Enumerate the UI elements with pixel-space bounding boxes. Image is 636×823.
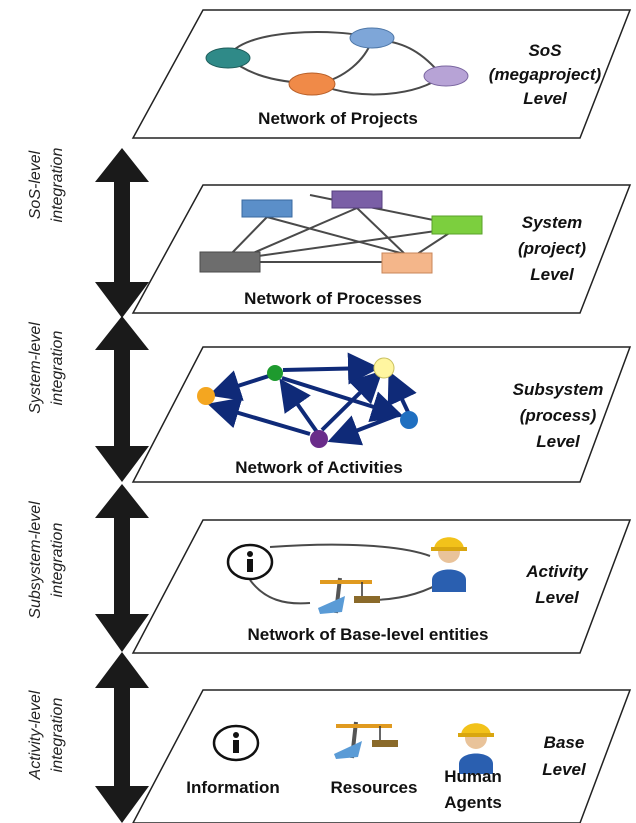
svg-text:Level: Level — [530, 265, 575, 284]
sos-integration-arrow — [95, 148, 149, 318]
project-node — [349, 27, 395, 49]
svg-text:integration: integration — [49, 148, 66, 223]
activity-node — [373, 357, 395, 379]
resources-label: Resources — [331, 778, 418, 797]
network-of-activities: Network of Activities — [197, 352, 418, 477]
human-agents-label: Human — [444, 767, 502, 786]
network-label: Network of Base-level entities — [248, 625, 489, 644]
base-entities: Information Resources Human Agents — [186, 721, 502, 812]
crane-icon — [318, 577, 380, 614]
svg-text:Subsystem: Subsystem — [513, 380, 604, 399]
network-label: Network of Projects — [258, 109, 418, 128]
project-node — [423, 65, 469, 87]
activity-integration-label: Activity-level integration — [27, 690, 66, 780]
sos-level-label: SoS (megaproject) Level — [489, 41, 602, 108]
system-level-label: System (project) Level — [518, 213, 586, 284]
system-integration-arrow — [95, 316, 149, 482]
process-node — [381, 252, 433, 274]
svg-text:System: System — [522, 213, 582, 232]
svg-text:Level: Level — [536, 432, 581, 451]
svg-text:Level: Level — [535, 588, 580, 607]
svg-text:Base: Base — [544, 733, 585, 752]
activity-node — [197, 387, 215, 405]
process-node — [331, 190, 383, 209]
svg-text:(megaproject): (megaproject) — [489, 65, 602, 84]
svg-text:SoS-level: SoS-level — [27, 150, 44, 219]
process-node — [431, 215, 483, 235]
worker-icon — [458, 723, 494, 774]
svg-text:SoS: SoS — [528, 41, 562, 60]
sos-integration-label: SoS-level integration — [27, 148, 66, 223]
svg-text:System-level: System-level — [27, 322, 44, 414]
svg-text:Subsystem-level: Subsystem-level — [27, 501, 44, 619]
subsystem-integration-label: Subsystem-level integration — [27, 501, 66, 619]
svg-text:integration: integration — [49, 698, 66, 773]
process-node — [199, 251, 261, 273]
activity-node — [267, 365, 283, 381]
project-node — [288, 72, 336, 96]
activity-integration-arrow — [95, 652, 149, 823]
activity-level-label: Activity Level — [525, 562, 589, 607]
svg-text:Activity: Activity — [525, 562, 589, 581]
process-node — [241, 199, 293, 218]
information-label: Information — [186, 778, 280, 797]
plane-sos — [131, 9, 632, 139]
crane-icon — [334, 721, 398, 759]
network-of-projects: Network of Projects — [205, 27, 469, 128]
svg-text:integration: integration — [49, 331, 66, 406]
network-of-base-entities: Network of Base-level entities — [226, 537, 489, 644]
subsystem-level-label: Subsystem (process) Level — [513, 380, 604, 451]
network-label: Network of Processes — [244, 289, 422, 308]
base-level-label: Base Level — [542, 733, 587, 779]
svg-text:(process): (process) — [520, 406, 597, 425]
activity-node — [310, 430, 328, 448]
information-icon — [212, 724, 260, 762]
worker-icon — [431, 537, 467, 592]
network-label: Network of Activities — [235, 458, 403, 477]
system-integration-label: System-level integration — [27, 322, 66, 414]
information-icon — [226, 543, 274, 581]
activity-node — [400, 411, 418, 429]
svg-text:(project): (project) — [518, 239, 586, 258]
network-of-processes: Network of Processes — [199, 190, 483, 308]
svg-text:Level: Level — [542, 760, 587, 779]
svg-text:Level: Level — [523, 89, 568, 108]
svg-text:integration: integration — [49, 523, 66, 598]
human-agents-label: Agents — [444, 793, 502, 812]
svg-text:Activity-level: Activity-level — [27, 690, 44, 780]
plane-base — [132, 689, 632, 823]
subsystem-integration-arrow — [95, 484, 149, 652]
project-node — [205, 47, 251, 69]
